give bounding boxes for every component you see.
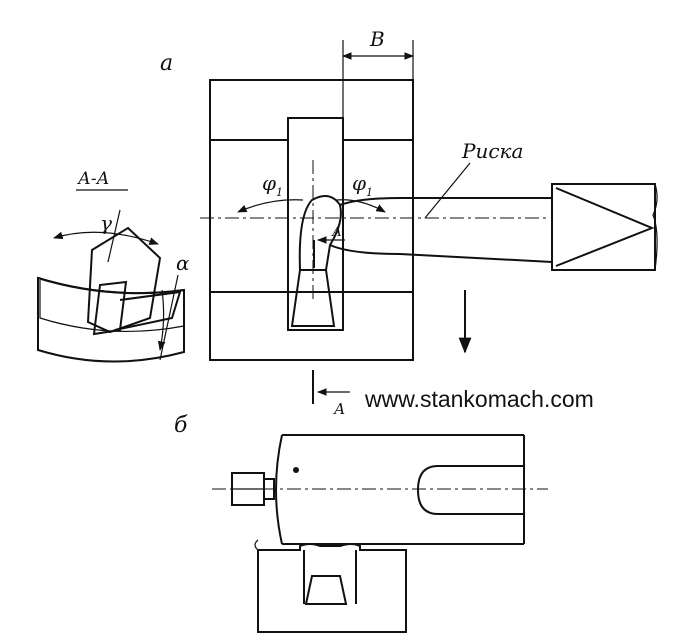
holder-base-view-b — [254, 539, 407, 633]
section-cut-a: А — [312, 370, 350, 418]
gamma-label: γ — [100, 211, 112, 235]
phi-right-sub: 1 — [366, 186, 373, 199]
phi-right-label: φ — [352, 171, 366, 195]
arrow-a-small: А — [317, 225, 345, 244]
riska-label: Риска — [461, 139, 523, 163]
dimension-b: В — [342, 27, 414, 118]
section-a-a: А-А γ α — [37, 169, 190, 363]
view-b-label: б — [174, 413, 188, 438]
cut-a-label: А — [333, 400, 345, 418]
boring-bar-view-b — [212, 434, 548, 545]
riska-callout: Риска — [412, 139, 523, 256]
dim-b-label: В — [369, 27, 385, 51]
alpha-label: α — [176, 251, 190, 275]
cutter-insert — [290, 195, 342, 327]
holder-block-view-a — [209, 79, 414, 361]
website-watermark: www.stankomach.com — [364, 386, 594, 412]
arrow-a-small-label: А — [331, 225, 342, 240]
section-label: А-А — [77, 169, 110, 189]
boring-bar — [329, 183, 658, 271]
phi-angles: φ 1 φ 1 — [237, 171, 386, 213]
phi-left-label: φ — [262, 171, 276, 195]
view-a-label: а — [160, 51, 173, 76]
phi-left-sub: 1 — [276, 186, 283, 199]
